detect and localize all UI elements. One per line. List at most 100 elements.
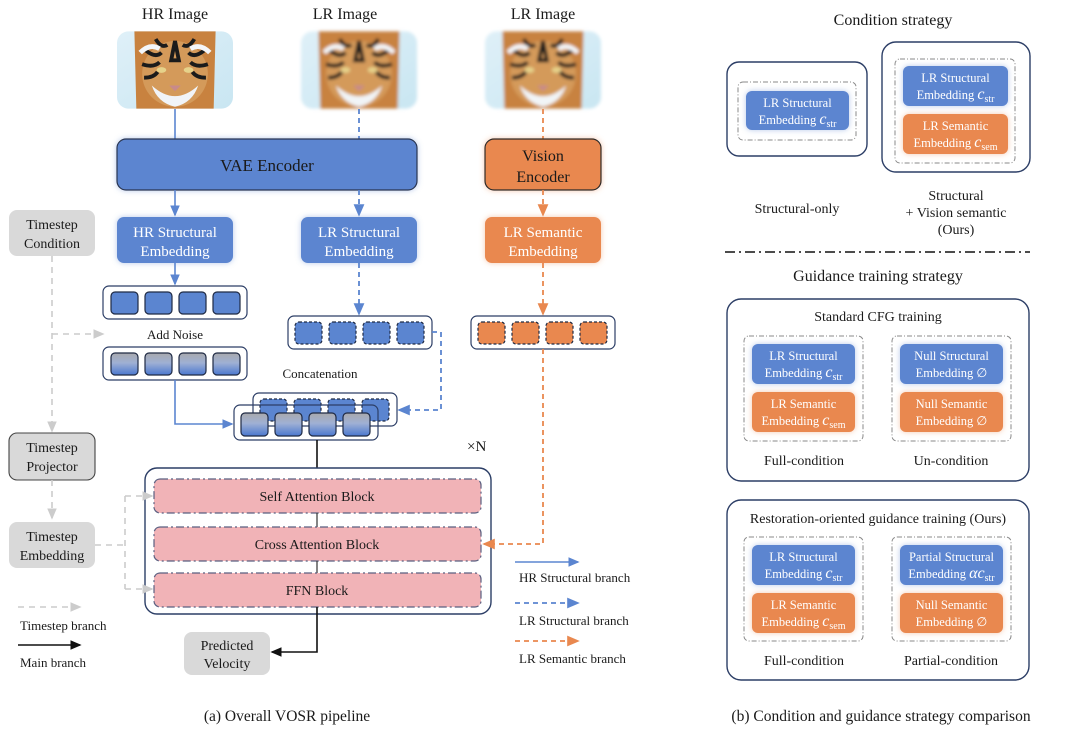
- embedding-box-bg: [903, 114, 1008, 154]
- embedding-box-bg: [900, 344, 1003, 384]
- noisy-token: [144, 352, 173, 376]
- lr-image-title: LR Image: [313, 6, 377, 23]
- embedding-symbol: c: [819, 111, 826, 128]
- embedding-box-bg: [900, 593, 1003, 633]
- vae-encoder-box: [116, 138, 418, 191]
- sem-emb-label-2: Embedding: [508, 244, 578, 260]
- embedding-box-bg: [752, 593, 855, 633]
- structural-semantic-label-2: + Vision semantic: [906, 206, 1007, 221]
- blocks-to-velocity-arrow: [270, 607, 318, 657]
- embedding-box-line1: Partial Structural: [909, 550, 995, 564]
- timestep-condition-box: [9, 210, 95, 256]
- semantic-token: [477, 321, 506, 345]
- hr-token: [212, 291, 241, 315]
- hr-token: [144, 291, 173, 315]
- embedding-box-line2: Embedding csem: [914, 134, 998, 153]
- self-attention-label: Self Attention Block: [259, 490, 374, 505]
- restoration-title: Restoration-oriented guidance training (…: [750, 512, 1007, 527]
- embedding-box-bg: [752, 344, 855, 384]
- structural-semantic-group: [894, 58, 1016, 164]
- embedding-box-line2: Embedding cstr: [759, 111, 838, 130]
- vision-encoder-label-1: Vision: [522, 148, 564, 165]
- vision-encoder-label-2: Encoder: [516, 169, 570, 186]
- timestep-embedding-box: [9, 522, 95, 568]
- caption-b: (b) Condition and guidance strategy comp…: [731, 708, 1030, 725]
- legend-hr-label: HR Structural branch: [519, 570, 631, 585]
- structural-only-group: [737, 81, 857, 141]
- embedding-symbol: αc: [969, 565, 985, 582]
- lr-to-concat-arrow: [397, 331, 442, 416]
- semantic-token: [511, 321, 540, 345]
- semantic-token: [545, 321, 574, 345]
- repeat-n-label: ×N: [467, 439, 486, 455]
- embedding-box-line1: LR Structural: [763, 96, 832, 110]
- structural-only-label: Structural-only: [755, 202, 840, 217]
- timestep-projector-label-1: Timestep: [26, 441, 78, 456]
- embedding-subscript: str: [832, 372, 843, 383]
- embedding-box-line2: Embedding csem: [762, 613, 846, 632]
- embedding-box-line1: LR Semantic: [923, 119, 989, 133]
- embedding-subscript: str: [985, 573, 996, 584]
- lr-structural-embedding-box: [301, 217, 417, 263]
- hr-image-title: HR Image: [142, 6, 208, 23]
- concatenation-label: Concatenation: [282, 366, 358, 381]
- vae-encoder-label: VAE Encoder: [220, 156, 314, 175]
- lr-token: [294, 321, 323, 345]
- lr-emb-label-1: LR Structural: [318, 225, 400, 241]
- embedding-box-line1: Null Semantic: [916, 598, 988, 612]
- embedding-box-line2: Embedding ∅: [916, 366, 988, 380]
- embedding-subscript: sem: [829, 621, 845, 632]
- embedding-symbol: c: [822, 412, 829, 429]
- semantic-token: [579, 321, 608, 345]
- embedding-box-bg: [746, 91, 849, 130]
- embedding-box-line1: LR Semantic: [771, 397, 837, 411]
- hr-token-row: [102, 285, 248, 320]
- predicted-velocity-box: [184, 632, 270, 675]
- concatenated-token-stack: [233, 392, 398, 441]
- noisy-token-row: [102, 346, 248, 381]
- cfg-uncond-label: Un-condition: [914, 454, 989, 469]
- embedding-subscript: str: [832, 573, 843, 584]
- restoration-full-group: [743, 536, 864, 642]
- timestep-projector-label-2: Projector: [26, 460, 78, 475]
- timestep-condition-label-2: Condition: [24, 237, 80, 252]
- predicted-velocity-label-1: Predicted: [201, 639, 254, 654]
- embedding-subscript: sem: [829, 420, 845, 431]
- lr-tiger-image-2: [485, 31, 601, 108]
- embedding-box-line1: LR Structural: [921, 71, 990, 85]
- hr-tiger-image: [117, 31, 233, 108]
- cfg-full-label: Full-condition: [764, 454, 844, 469]
- embedding-box-bg: [752, 545, 855, 585]
- hr-token: [178, 291, 207, 315]
- add-noise-label: Add Noise: [147, 327, 203, 342]
- embedding-box-bg: [752, 392, 855, 432]
- embedding-box-line1: LR Structural: [769, 349, 838, 363]
- noisy-token: [178, 352, 207, 376]
- lr-semantic-embedding-box: [485, 217, 601, 263]
- embedding-box-line2: Embedding ∅: [916, 414, 988, 428]
- embedding-box-line1: LR Structural: [769, 550, 838, 564]
- embedding-box-line1: Null Structural: [914, 349, 989, 363]
- lr-emb-label-2: Embedding: [324, 244, 394, 260]
- cross-attention-label: Cross Attention Block: [255, 538, 379, 553]
- cfg-full-group: [743, 335, 864, 442]
- hr-emb-label-2: Embedding: [140, 244, 210, 260]
- structural-semantic-label-1: Structural: [928, 189, 983, 204]
- restoration-partial-group: [891, 536, 1012, 642]
- sem-emb-label-1: LR Semantic: [504, 225, 583, 241]
- embedding-subscript: str: [984, 94, 995, 105]
- embedding-box-line2: Embedding cstr: [765, 364, 844, 383]
- lr-token: [362, 321, 391, 345]
- embedding-box-line2: Embedding αcstr: [908, 565, 995, 584]
- hr-structural-embedding-box: [117, 217, 233, 263]
- embedding-box-bg: [900, 392, 1003, 432]
